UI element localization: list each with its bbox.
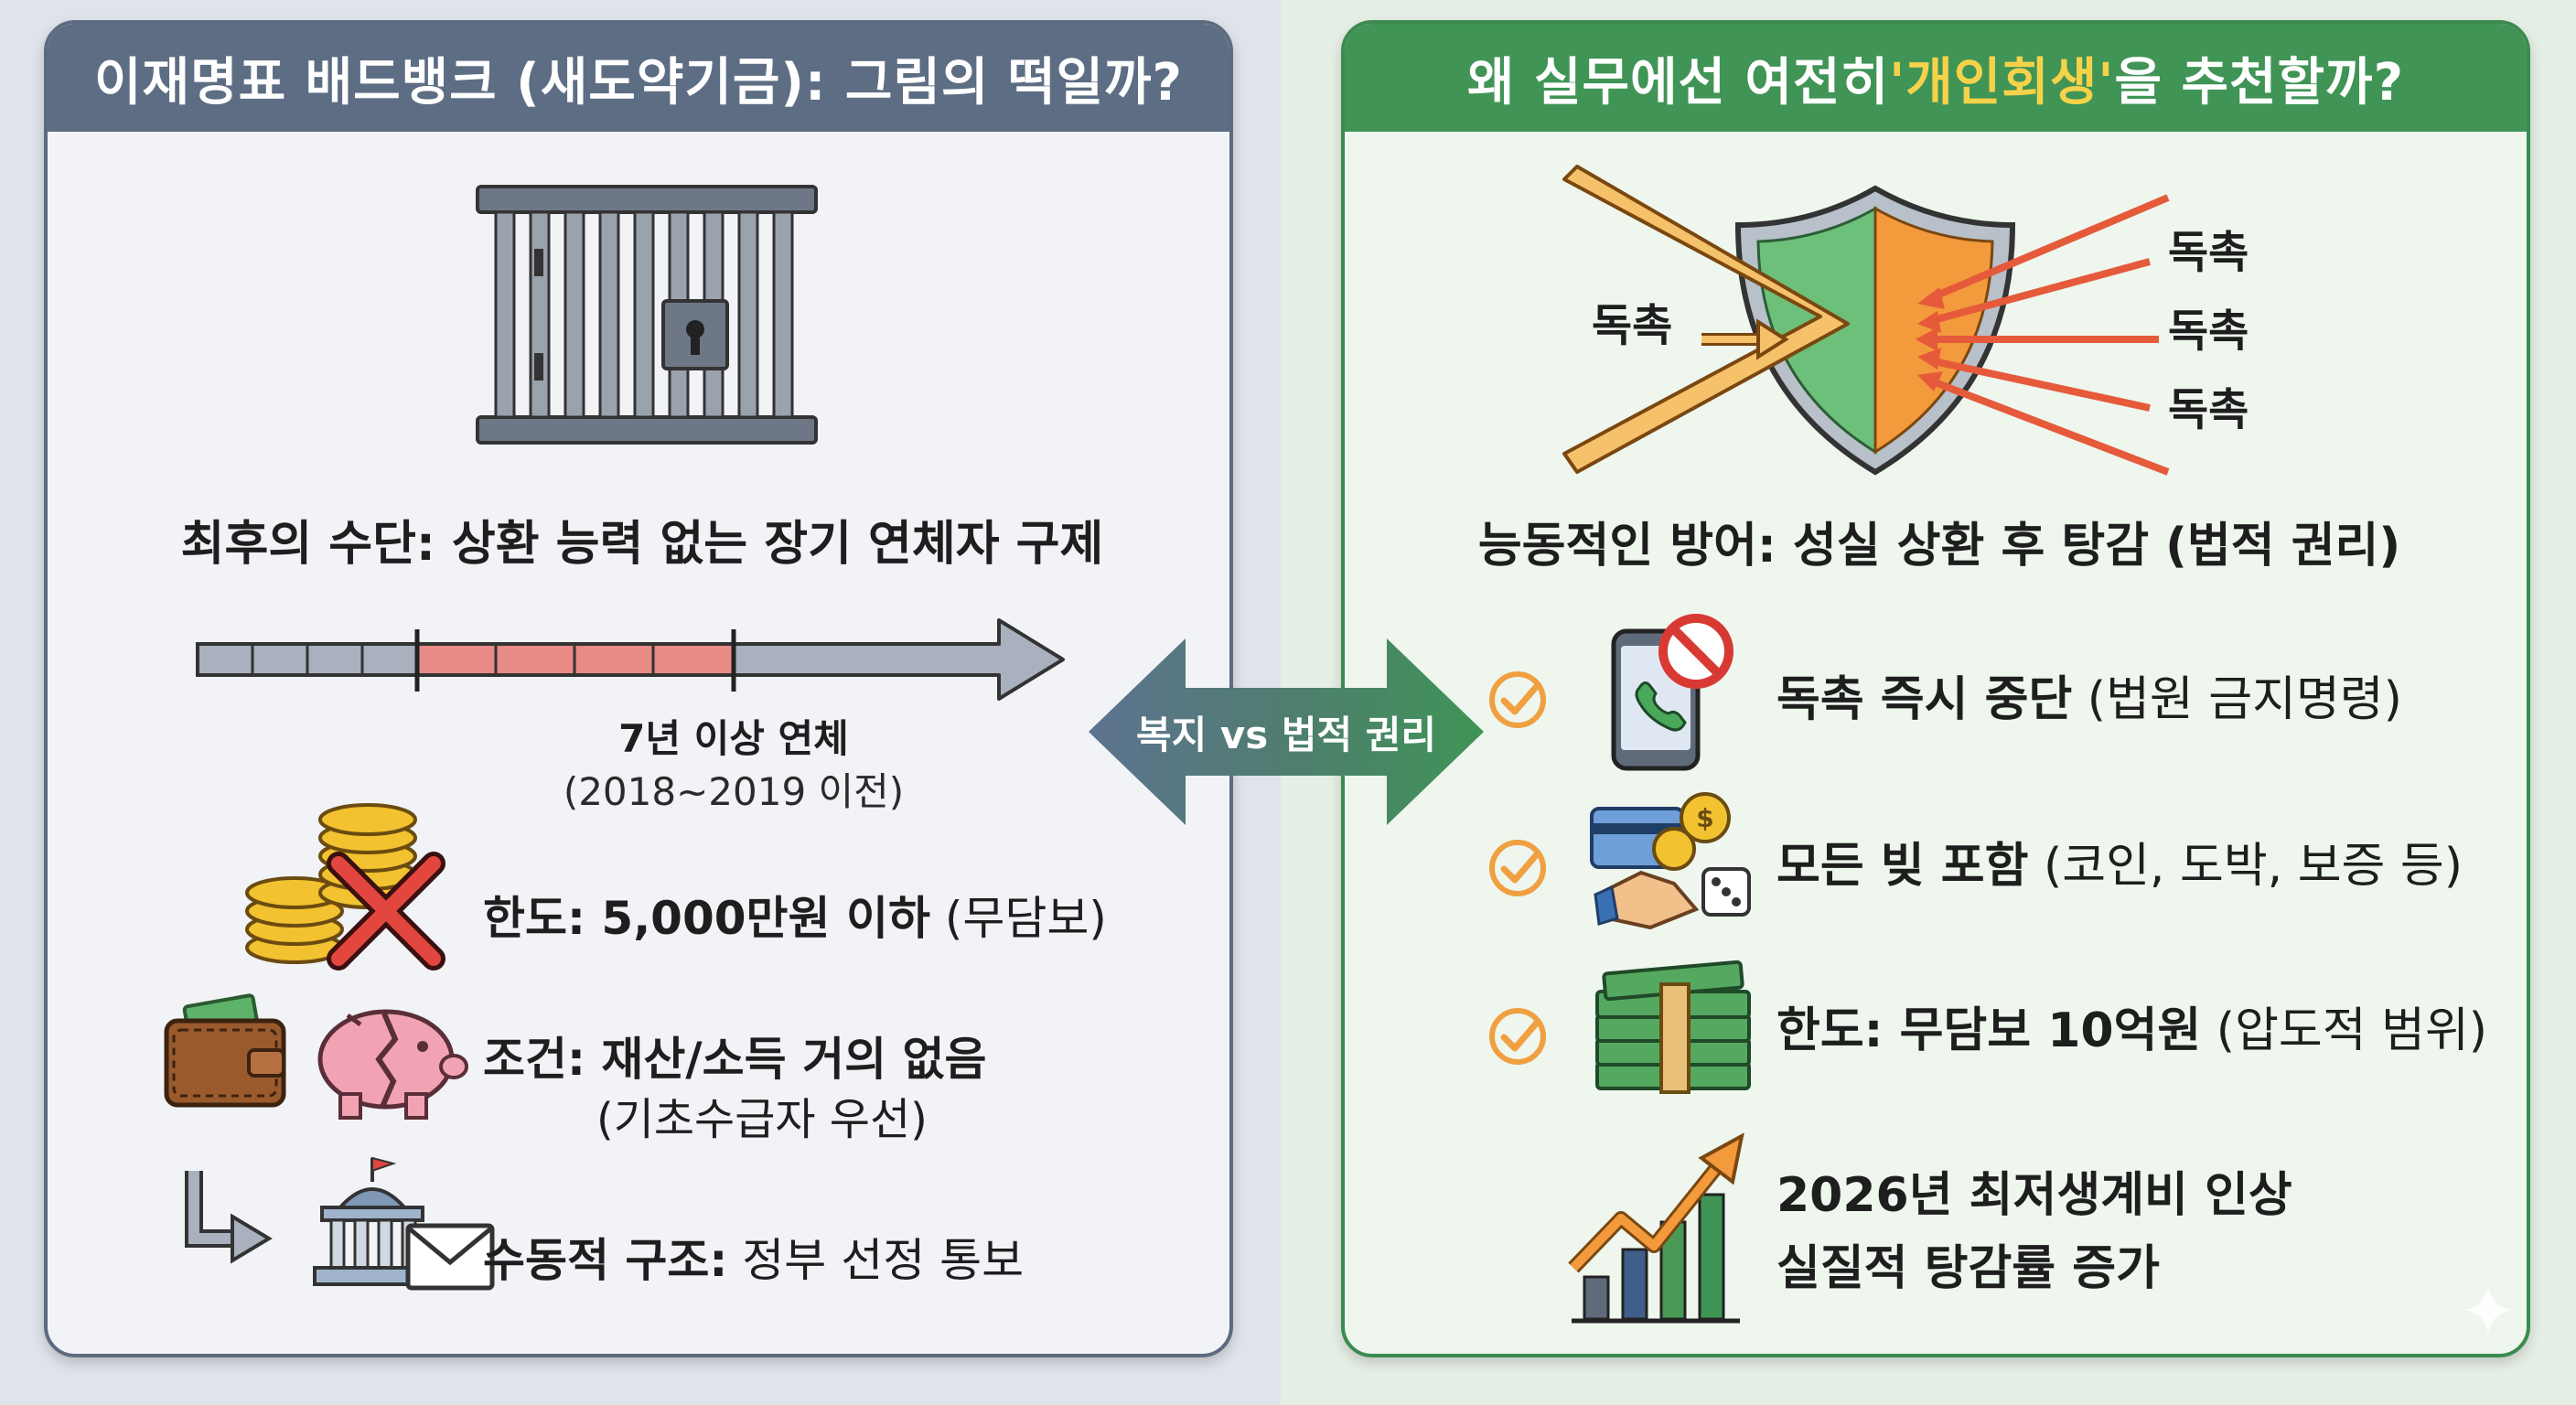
item3-strong: 한도: 무담보 10억원: [1776, 1003, 2202, 1058]
item2-text: 모든 빚 포함 (코인, 도박, 보증 등): [1776, 827, 2463, 896]
svg-text:$: $: [1696, 803, 1713, 833]
limit-weak: (무담보): [929, 892, 1107, 945]
shield-label-3: 독촉: [2168, 384, 2249, 435]
title-highlight: '개인회생': [1889, 52, 2115, 113]
item4-line2: 실질적 탕감률 증가: [1776, 1241, 2160, 1296]
left-panel: 이재명표 배드뱅크 (새도약기금): 그림의 떡일까? 최후의 수단: 상환 능…: [44, 20, 1233, 1357]
overdue-label: 7년 이상 연체: [618, 716, 849, 761]
item3-weak: (압도적 범위): [2201, 1003, 2488, 1058]
item3-text: 한도: 무담보 10억원 (압도적 범위): [1776, 992, 2487, 1060]
item1-strong: 독촉 즉시 중단: [1776, 672, 2073, 727]
x-mark-icon: [327, 852, 445, 971]
limit-text: 한도: 5,000만원 이하 (무담보): [483, 882, 1107, 948]
double-arrow-icon: [1089, 638, 1484, 825]
wallet-icon: [164, 993, 286, 1108]
shield-label-2: 독촉: [2168, 306, 2249, 357]
item2-strong: 모든 빚 포함: [1776, 839, 2029, 894]
government-building-icon: [313, 1156, 432, 1286]
passive-strong: 수동적 구조:: [483, 1234, 728, 1287]
center-label: 복지 vs 법적 권리: [1135, 713, 1437, 757]
shield-label-left: 독촉: [1592, 300, 1673, 351]
right-panel: 왜 실무에선 여전히 '개인회생'을 추천할까? 독촉 독촉 독촉 독촉 능동적…: [1341, 20, 2530, 1357]
turn-arrow-icon: [185, 1171, 273, 1264]
mail-icon: [405, 1223, 495, 1291]
phone-blocked-icon: [1611, 614, 1733, 771]
passive-weak: 정부 선정 통보: [727, 1234, 1025, 1287]
jail-bars-icon: [476, 185, 818, 445]
item1-text: 독촉 즉시 중단 (법원 금지명령): [1776, 660, 2402, 729]
money-handshake-icon: $: [1590, 792, 1751, 930]
item1-weak: (법원 금지명령): [2072, 672, 2402, 727]
title-post: 을 추천할까?: [2114, 52, 2405, 113]
right-panel-title: 왜 실무에선 여전히 '개인회생'을 추천할까?: [1345, 24, 2527, 132]
broken-piggy-bank-icon: [317, 1009, 468, 1120]
condition-text: 조건: 재산/소득 거의 없음: [483, 1033, 987, 1086]
shield-icon: [1562, 165, 2170, 476]
checkmark-icon: [1489, 671, 1546, 728]
last-resort-text: 최후의 수단: 상환 능력 없는 장기 연체자 구제: [180, 517, 1104, 572]
sparkle-icon: [2464, 1286, 2512, 1334]
left-panel-title: 이재명표 배드뱅크 (새도약기금): 그림의 떡일까?: [48, 24, 1229, 132]
condition-sub: (기초수급자 우선): [596, 1094, 928, 1145]
item2-weak: (코인, 도박, 보증 등): [2028, 839, 2463, 894]
checkmark-icon: [1489, 840, 1546, 896]
overdue-period: (2018~2019 이전): [563, 769, 905, 814]
shield-label-1: 독촉: [2168, 227, 2249, 278]
title-pre: 왜 실무에선 여전히: [1466, 52, 1890, 113]
item4-line1: 2026년 최저생계비 인상: [1776, 1168, 2292, 1223]
limit-strong: 한도: 5,000만원 이하: [483, 892, 930, 945]
passive-structure-text: 수동적 구조: 정부 선정 통보: [483, 1224, 1024, 1290]
checkmark-icon: [1489, 1008, 1546, 1065]
lock-icon: [661, 299, 729, 370]
defense-text: 능동적인 방어: 성실 상환 후 탕감 (법적 권리): [1477, 519, 2401, 574]
timeline-arrow-icon: [196, 618, 1065, 701]
cash-stack-icon: [1595, 960, 1751, 1094]
growth-chart-icon: [1568, 1132, 1744, 1324]
